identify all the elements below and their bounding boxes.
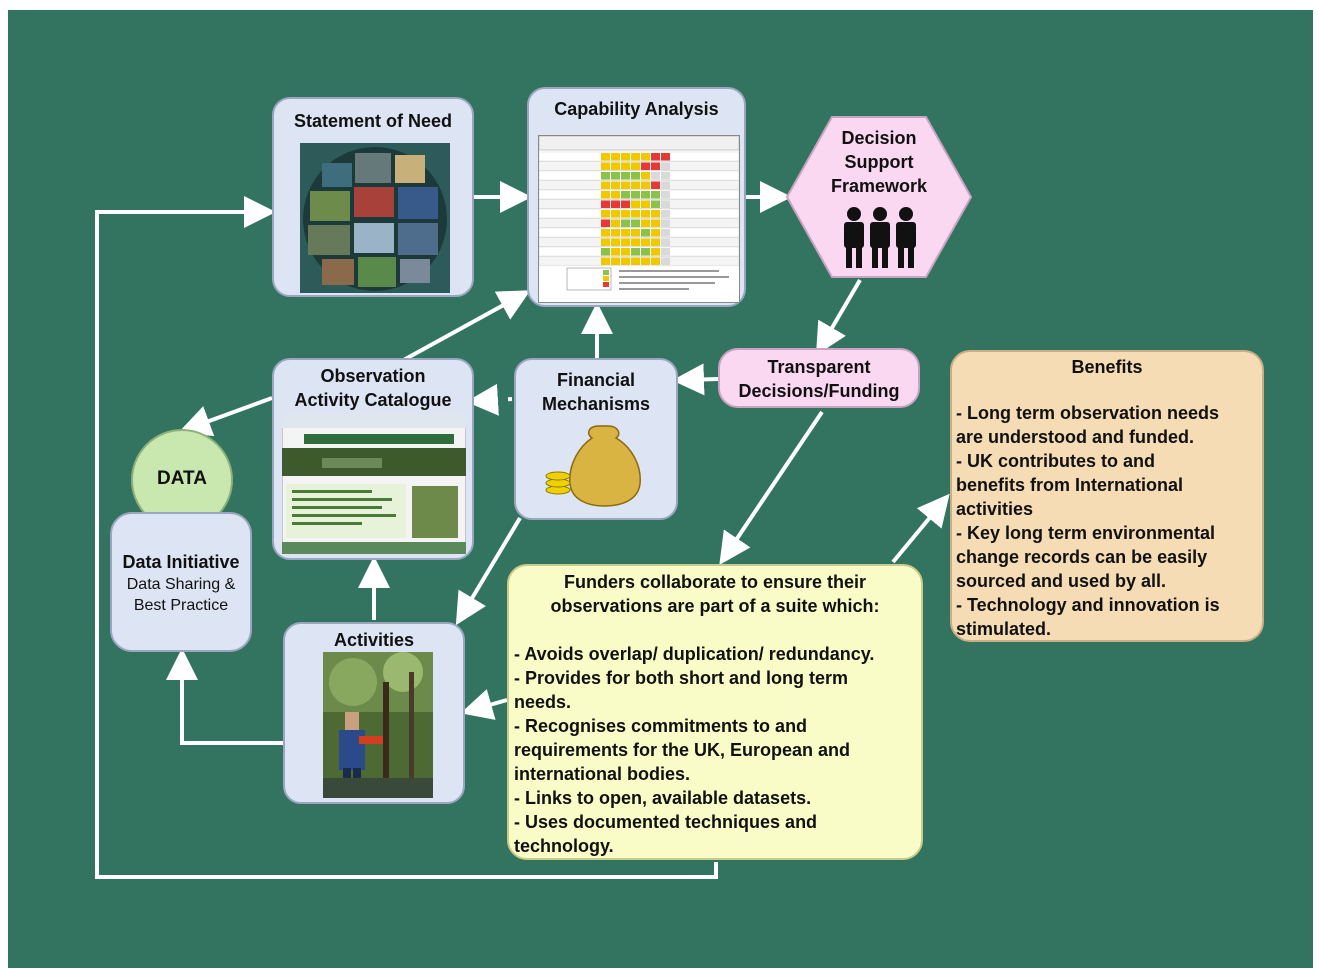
funders-bullet: - Provides for both short and long term … (514, 668, 849, 712)
money-bag-icon (545, 425, 641, 507)
arrow-decision-to-transparent (815, 278, 862, 356)
capability-matrix-image (538, 135, 740, 303)
data-initiative-title: Data Initiative (122, 552, 240, 572)
benefits-box: Benefits - Long term observation needs a… (950, 350, 1264, 642)
benefits-bullet: - Key long term environmental change rec… (956, 523, 1216, 591)
arrow-transparent-to-financial (672, 363, 719, 396)
activities-box: Activities (283, 622, 465, 804)
website-screenshot-image (282, 414, 466, 554)
arrow-activities-to-datainitiative (166, 648, 284, 745)
funders-list: - Avoids overlap/ duplication/ redundanc… (514, 642, 917, 858)
statement-of-need-title: Statement of Need (293, 111, 453, 131)
benefits-list: - Long term observation needs are unders… (956, 401, 1258, 641)
people-icon (844, 207, 916, 268)
transparent-decisions-title: Transparent Decisions/Funding (738, 357, 900, 401)
decision-support-framework: Decision Support Framework (786, 116, 972, 278)
data-initiative-subtitle: Data Sharing & Best Practice (126, 576, 236, 614)
funders-heading: Funders collaborate to ensure their obse… (550, 572, 880, 616)
arrow-funders-to-activities (460, 689, 508, 720)
benefits-bullet: - UK contributes to and benefits from In… (956, 451, 1184, 519)
capability-analysis-box: Capability Analysis (527, 87, 746, 307)
field-work-photo-image (323, 652, 433, 798)
arrow-feedback-loop (95, 196, 718, 879)
data-initiative-box: Data Initiative Data Sharing & Best Prac… (110, 512, 252, 652)
financial-mechanisms-title: Financial Mechanisms (541, 370, 651, 414)
benefits-title: Benefits (1071, 357, 1143, 377)
data-label: DATA (157, 468, 207, 489)
arrow-transparent-to-funders (719, 410, 824, 565)
benefits-bullet: - Technology and innovation is stimulate… (956, 595, 1220, 639)
financial-mechanisms-box: Financial Mechanisms (514, 358, 678, 520)
arrow-observation-to-data (178, 396, 273, 437)
statement-of-need-box: Statement of Need (272, 97, 474, 297)
funders-bullet: - Recognises commitments to and requirem… (514, 716, 851, 784)
observation-catalogue-box: Observation Activity Catalogue (272, 358, 474, 560)
funders-bullet: - Uses documented techniques and technol… (514, 812, 818, 856)
funders-bullet: - Avoids overlap/ duplication/ redundanc… (514, 644, 875, 664)
decision-support-title: Decision Support Framework (830, 128, 928, 196)
transparent-decisions-box: Transparent Decisions/Funding (718, 348, 920, 408)
capability-analysis-title: Capability Analysis (554, 99, 719, 119)
benefits-bullet: - Long term observation needs are unders… (956, 403, 1220, 447)
observation-catalogue-title: Observation Activity Catalogue (294, 366, 452, 410)
funders-bullet: - Links to open, available datasets. (514, 788, 812, 808)
arrow-financial-to-activities (455, 516, 522, 626)
funders-box: Funders collaborate to ensure their obse… (507, 564, 923, 860)
arrow-observation-to-capability (399, 290, 531, 364)
photo-collage-image (300, 143, 450, 293)
arrow-funders-to-benefits (891, 493, 950, 564)
activities-title: Activities (333, 630, 415, 650)
arrow-financial-to-observation (466, 383, 513, 416)
